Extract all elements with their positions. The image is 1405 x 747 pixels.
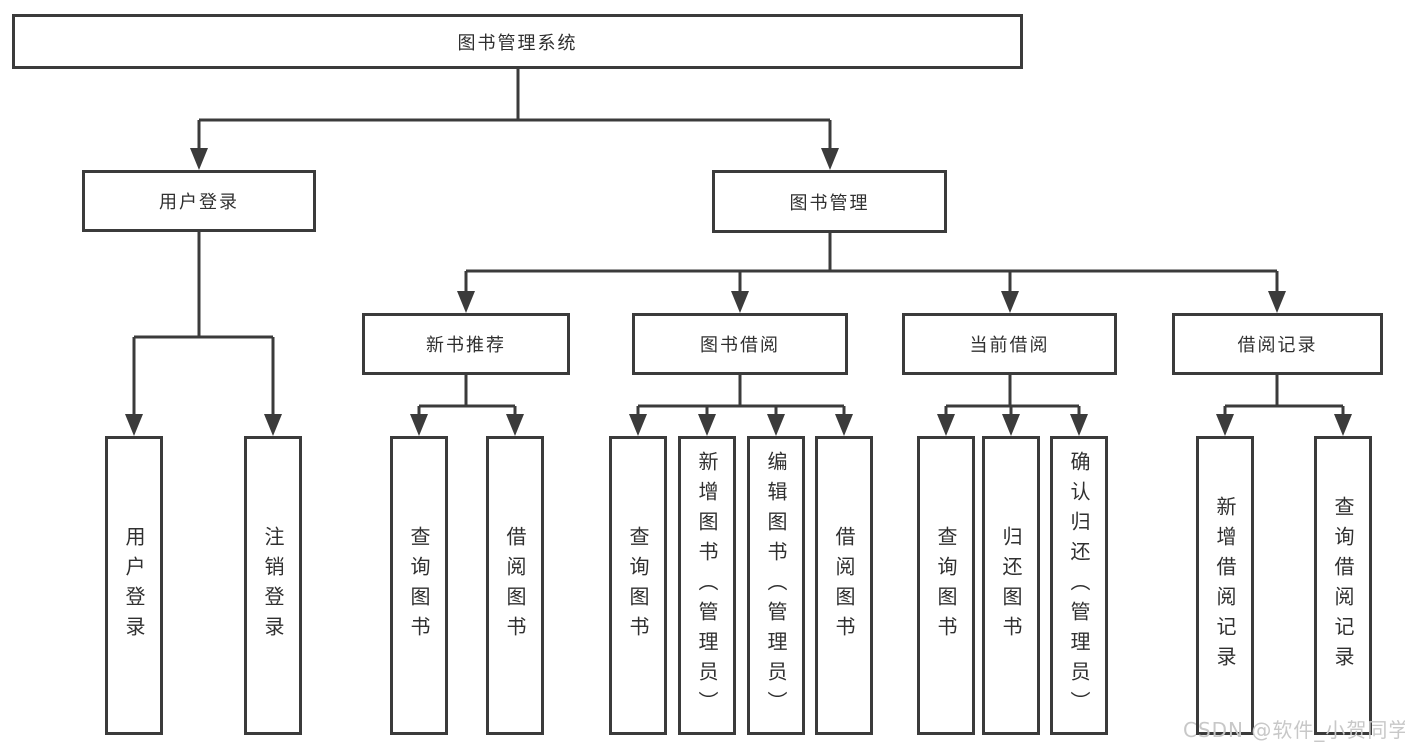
leaf-add-borrow-record-label: 新增借阅记录 [1213,495,1237,676]
node-book-borrowing: 图书借阅 [632,313,848,375]
leaf-query-books-borrowing: 查询图书 [609,436,667,735]
node-book-management: 图书管理 [712,170,947,233]
leaf-logout-login-label: 注销登录 [261,525,285,646]
leaf-borrow-books-recommend: 借阅图书 [486,436,544,735]
leaf-add-books-admin-label: 新增图书（管理员） [695,450,719,721]
leaf-add-books-admin: 新增图书（管理员） [678,436,736,735]
leaf-query-books-current-label: 查询图书 [934,525,958,646]
leaf-return-books: 归还图书 [982,436,1040,735]
node-borrowing-records: 借阅记录 [1172,313,1383,375]
leaf-logout-login: 注销登录 [244,436,302,735]
leaf-query-books-borrowing-label: 查询图书 [626,525,650,646]
leaf-query-books-recommend: 查询图书 [390,436,448,735]
leaf-edit-books-admin: 编辑图书（管理员） [747,436,805,735]
leaf-user-login-label: 用户登录 [122,525,146,646]
leaf-add-borrow-record: 新增借阅记录 [1196,436,1254,735]
node-new-book-recommendation: 新书推荐 [362,313,570,375]
watermark: CSDN @软件_小贺同学 [1183,718,1405,742]
leaf-borrow-books-borrowing-label: 借阅图书 [832,525,856,646]
node-current-borrowing: 当前借阅 [902,313,1117,375]
leaf-borrow-books-borrowing: 借阅图书 [815,436,873,735]
node-library-management-system: 图书管理系统 [12,14,1023,69]
node-user-login: 用户登录 [82,170,316,232]
leaf-query-borrow-record: 查询借阅记录 [1314,436,1372,735]
leaf-query-books-current: 查询图书 [917,436,975,735]
leaf-confirm-return-admin-label: 确认归还（管理员） [1067,450,1091,721]
leaf-edit-books-admin-label: 编辑图书（管理员） [764,450,788,721]
leaf-query-borrow-record-label: 查询借阅记录 [1331,495,1355,676]
leaf-query-books-recommend-label: 查询图书 [407,525,431,646]
leaf-borrow-books-recommend-label: 借阅图书 [503,525,527,646]
leaf-return-books-label: 归还图书 [999,525,1023,646]
leaf-confirm-return-admin: 确认归还（管理员） [1050,436,1108,735]
leaf-user-login: 用户登录 [105,436,163,735]
